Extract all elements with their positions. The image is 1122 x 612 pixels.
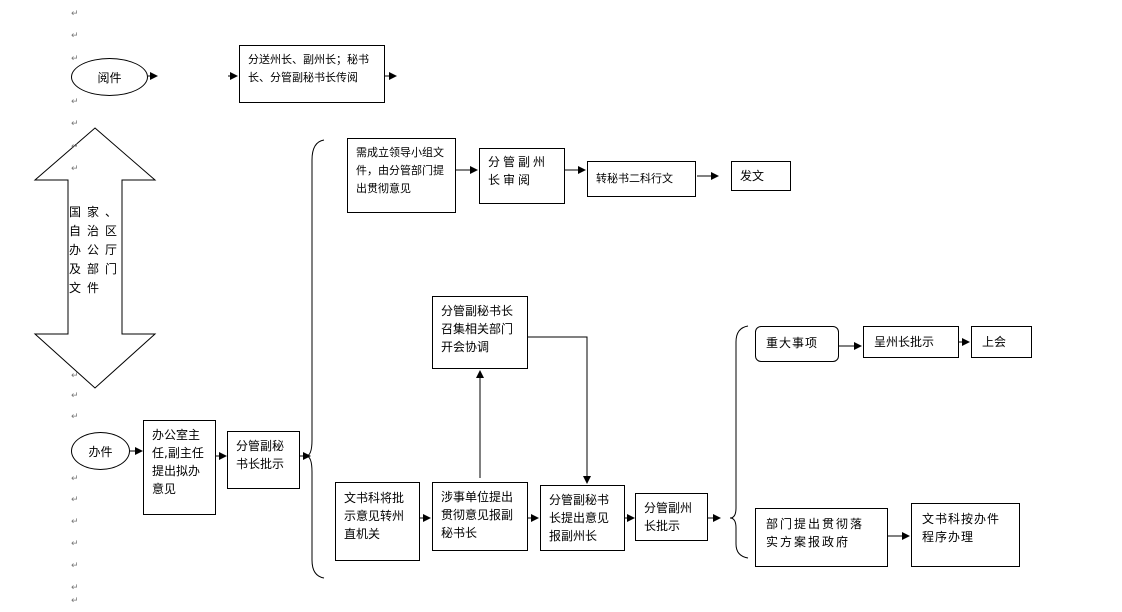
- paragraph-mark: ↵: [71, 412, 79, 422]
- double-arrow-shape: [33, 127, 157, 389]
- meeting-box: 上会: [971, 326, 1032, 358]
- left-brace: [305, 139, 325, 579]
- paragraph-mark: ↵: [71, 97, 79, 107]
- read-oval: 阅件: [71, 58, 148, 96]
- office-director-box: 办公室主任,副主任提出拟办意见: [143, 420, 216, 515]
- paragraph-mark: ↵: [71, 474, 79, 484]
- issue-document-box: 发文: [731, 161, 791, 191]
- units-opinion-box: 涉事单位提出贯彻意见报副秘书长: [432, 482, 528, 551]
- paragraph-mark: ↵: [71, 9, 79, 19]
- right-brace: [729, 325, 749, 559]
- deputy-governor-approve-box: 分管副州长批示: [635, 493, 708, 541]
- governor-approve-box: 呈州长批示: [863, 326, 959, 358]
- doc-section-forward-box: 文书科将批示意见转州直机关: [335, 482, 420, 561]
- major-matter-box: 重大事项: [755, 326, 839, 362]
- paragraph-mark: ↵: [71, 539, 79, 549]
- paragraph-mark: ↵: [71, 371, 79, 381]
- paragraph-mark: ↵: [71, 391, 79, 401]
- paragraph-mark: ↵: [71, 583, 79, 593]
- department-plan-box: 部门提出贯彻落实方案报政府: [755, 508, 888, 567]
- paragraph-mark: ↵: [71, 517, 79, 527]
- leading-group-box: 需成立领导小组文件，由分管部门提出贯彻意见: [347, 138, 456, 213]
- paragraph-mark: ↵: [71, 31, 79, 41]
- paragraph-mark: ↵: [71, 596, 79, 606]
- paragraph-mark: ↵: [71, 54, 79, 64]
- paragraph-mark: ↵: [71, 495, 79, 505]
- arrow-coord-to-report: [528, 336, 591, 484]
- paragraph-mark: ↵: [71, 164, 79, 174]
- meeting-coordination-box: 分管副秘书长召集相关部门开会协调: [432, 296, 528, 369]
- paragraph-mark: ↵: [71, 119, 79, 129]
- deputy-governor-review-box: 分管副州长审阅: [479, 148, 565, 204]
- doc-source-label: 国家、自治区办公厅及部门文件: [69, 205, 124, 295]
- paragraph-mark: ↵: [71, 142, 79, 152]
- read-distribution-box: 分送州长、副州长；秘书长、分管副秘书长传阅: [239, 45, 385, 103]
- deputy-secretary-approve-box: 分管副秘书长批示: [227, 431, 300, 489]
- paragraph-mark: ↵: [71, 561, 79, 571]
- handle-oval: 办件: [71, 432, 130, 470]
- doc-section-process-box: 文书科按办件程序办理: [911, 503, 1020, 567]
- transfer-secretariat-box: 转秘书二科行文: [587, 161, 696, 197]
- deputy-secretary-report-box: 分管副秘书长提出意见报副州长: [540, 485, 625, 551]
